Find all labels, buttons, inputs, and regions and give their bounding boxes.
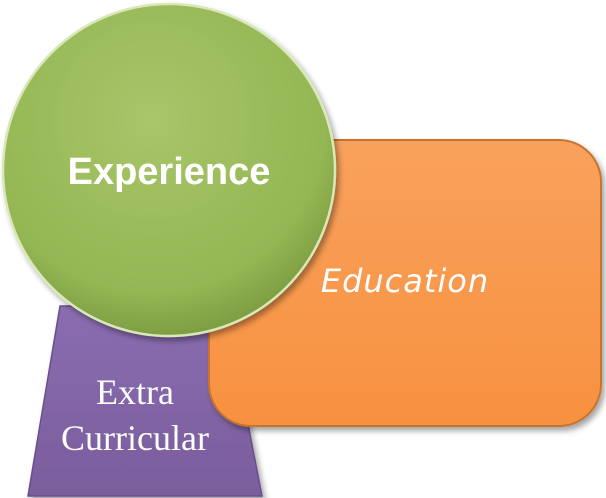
experience-shape	[1, 2, 337, 338]
experience-circle	[1, 2, 337, 338]
